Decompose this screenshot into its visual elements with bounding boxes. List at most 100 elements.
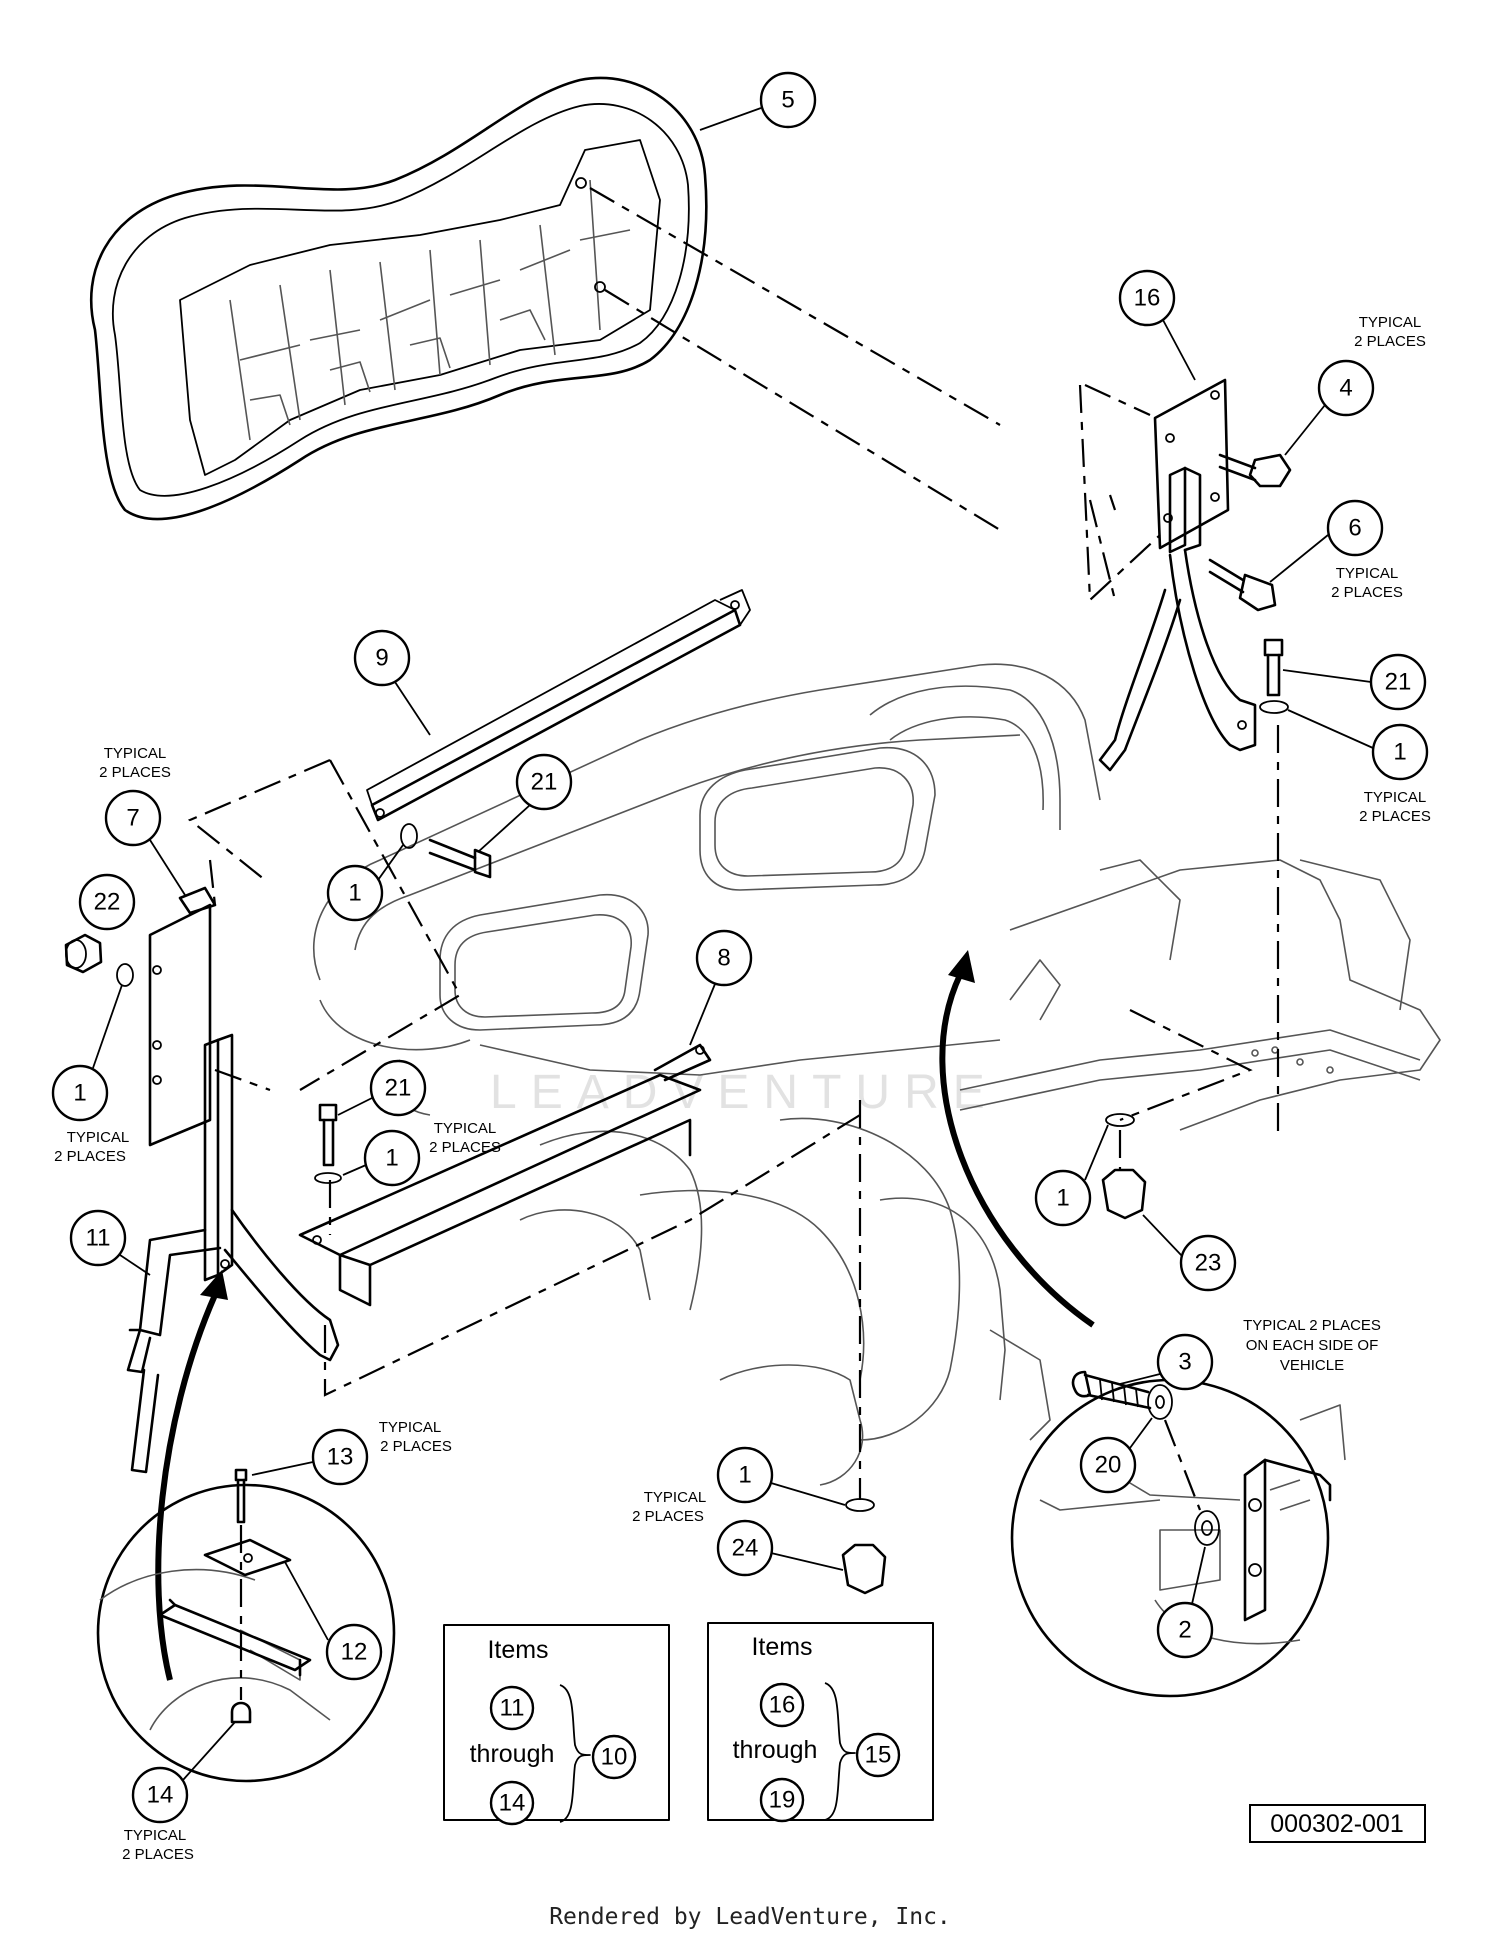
callout-20: 20 (1079, 1436, 1137, 1494)
callout-13: 13 (311, 1428, 369, 1486)
note-typical-14: TYPICAL 2 PLACES (122, 1827, 194, 1863)
detail-view-left (96, 1468, 396, 1783)
svg-text:VEHICLE: VEHICLE (1280, 1357, 1344, 1374)
callout-7: 7 (104, 789, 162, 847)
svg-text:9: 9 (375, 645, 388, 672)
callout-1-right: 1 (1371, 723, 1429, 781)
callout-4: 4 (1317, 359, 1375, 417)
svg-text:5: 5 (781, 87, 794, 114)
nut-24-part (841, 1498, 887, 1595)
leader-4 (1284, 404, 1326, 456)
svg-text:20: 20 (1095, 1452, 1122, 1479)
items-box-10: Items 11 through 14 10 (443, 1624, 670, 1826)
svg-text:000302-001: 000302-001 (1270, 1810, 1403, 1838)
assembly-center-lines (187, 187, 1280, 1500)
leader-7 (149, 839, 186, 896)
leader-1-left (92, 984, 123, 1069)
svg-text:TYPICAL: TYPICAL (67, 1129, 130, 1146)
svg-text:19: 19 (769, 1787, 796, 1814)
svg-text:11: 11 (86, 1225, 111, 1252)
callout-21-bar: 21 (515, 753, 573, 811)
callout-1-left: 1 (51, 1064, 109, 1122)
right-bracket-part (1098, 378, 1257, 772)
leader-6 (1269, 534, 1329, 583)
bolt-6-part (1208, 558, 1277, 612)
svg-text:24: 24 (732, 1535, 759, 1562)
callout-1-frame: 1 (1034, 1169, 1092, 1227)
svg-text:1: 1 (1393, 739, 1406, 766)
svg-text:TYPICAL: TYPICAL (124, 1827, 187, 1844)
svg-text:15: 15 (865, 1742, 892, 1769)
leader-1-left-washer (342, 1164, 367, 1176)
callout-22: 22 (78, 873, 136, 931)
svg-text:1: 1 (385, 1145, 398, 1172)
svg-text:14: 14 (499, 1790, 526, 1817)
svg-text:1: 1 (1056, 1185, 1069, 1212)
callout-2: 2 (1156, 1601, 1214, 1659)
svg-text:through: through (733, 1736, 818, 1764)
items-box-15: Items 16 through 19 15 (707, 1622, 934, 1823)
support-bar-part (298, 1043, 712, 1307)
svg-text:16: 16 (769, 1692, 796, 1719)
svg-text:6: 6 (1348, 515, 1361, 542)
figure-code: 000302-001 (1249, 1804, 1426, 1843)
leader-21-left (337, 1097, 373, 1116)
svg-text:4: 4 (1339, 375, 1352, 402)
note-detail-right: TYPICAL 2 PLACES ON EACH SIDE OF VEHICLE (1243, 1317, 1381, 1374)
note-typical-1-left: TYPICAL 2 PLACES (54, 1129, 129, 1165)
svg-text:12: 12 (341, 1639, 368, 1666)
svg-text:13: 13 (327, 1444, 354, 1471)
svg-text:21: 21 (1385, 669, 1412, 696)
svg-text:TYPICAL: TYPICAL (379, 1419, 442, 1436)
nut-23-part (1101, 1113, 1147, 1220)
leader-9 (394, 681, 431, 736)
leader-16 (1162, 319, 1196, 381)
svg-text:2 PLACES: 2 PLACES (1359, 808, 1431, 825)
leader-14 (182, 1721, 236, 1781)
svg-text:11: 11 (500, 1695, 525, 1722)
svg-text:through: through (470, 1740, 555, 1768)
svg-text:TYPICAL: TYPICAL (434, 1120, 497, 1137)
svg-text:1: 1 (738, 1462, 751, 1489)
leader-21-right (1282, 669, 1372, 683)
rear-body-tub (312, 663, 1441, 1486)
svg-text:Items: Items (751, 1633, 812, 1661)
svg-text:22: 22 (94, 889, 121, 916)
callout-1-bottom: 1 (716, 1446, 774, 1504)
svg-text:21: 21 (531, 769, 558, 796)
callout-11: 11 (69, 1209, 127, 1267)
svg-text:TYPICAL 2 PLACES: TYPICAL 2 PLACES (1243, 1317, 1381, 1334)
left-bolt-part (314, 1103, 342, 1184)
svg-text:TYPICAL: TYPICAL (1359, 314, 1422, 331)
svg-text:TYPICAL: TYPICAL (1364, 789, 1427, 806)
watermark: LEADVENTURE (490, 1066, 999, 1119)
svg-text:16: 16 (1134, 285, 1161, 312)
detail-arrows (155, 950, 1095, 1681)
callout-16: 16 (1118, 269, 1176, 327)
svg-text:7: 7 (126, 805, 139, 832)
callout-12: 12 (325, 1623, 383, 1681)
callout-23: 23 (1179, 1234, 1237, 1292)
callout-1-bar: 1 (326, 864, 384, 922)
left-bracket-part (64, 886, 340, 1474)
leader-1-frame (1084, 1124, 1109, 1181)
svg-text:TYPICAL: TYPICAL (1336, 565, 1399, 582)
leader-2 (1191, 1546, 1206, 1605)
seat-back-part (89, 76, 708, 521)
svg-text:2: 2 (1178, 1617, 1191, 1644)
svg-text:TYPICAL: TYPICAL (104, 745, 167, 762)
svg-text:1: 1 (348, 880, 361, 907)
svg-text:2 PLACES: 2 PLACES (380, 1438, 452, 1455)
svg-text:23: 23 (1195, 1250, 1222, 1277)
svg-text:TYPICAL: TYPICAL (644, 1489, 707, 1506)
bar-bolt-part (400, 823, 492, 879)
bolt-4-part (1218, 453, 1292, 488)
right-bolt-part (1259, 638, 1289, 714)
svg-text:8: 8 (717, 945, 730, 972)
svg-text:21: 21 (385, 1075, 412, 1102)
leader-13 (251, 1461, 314, 1476)
svg-text:2 PLACES: 2 PLACES (1354, 333, 1426, 350)
svg-text:Items: Items (487, 1636, 548, 1664)
callout-3: 3 (1156, 1333, 1214, 1391)
